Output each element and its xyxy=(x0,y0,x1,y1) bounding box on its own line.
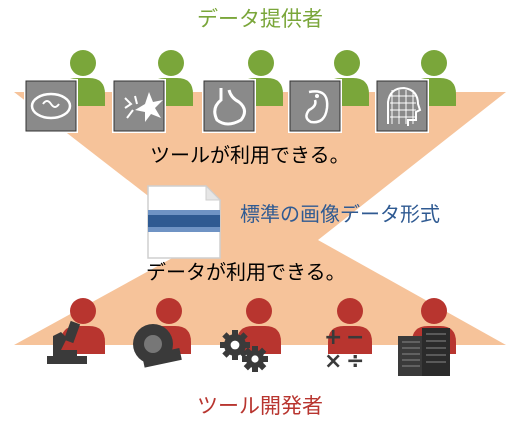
head-scan-icon xyxy=(375,79,429,133)
svg-text:×: × xyxy=(324,349,342,374)
math-operators-icon: +−×÷ xyxy=(324,325,364,374)
data-provider-title: データ提供者 xyxy=(197,7,323,31)
tool-developer-title: ツール開発者 xyxy=(197,394,323,418)
standard-format-label: 標準の画像データ形式 xyxy=(240,202,440,226)
tool-developer-group: +−×÷ xyxy=(47,298,456,376)
stomach-icon xyxy=(202,79,256,133)
tools-available-caption: ツールが利用できる。 xyxy=(150,143,350,167)
svg-text:−: − xyxy=(346,325,364,350)
data-provider-group xyxy=(24,50,456,133)
standard-format-document xyxy=(147,184,222,259)
data-available-caption: データが利用できる。 xyxy=(146,260,346,284)
microscope-icon xyxy=(47,320,87,364)
svg-text:÷: ÷ xyxy=(346,349,364,374)
cell-icon xyxy=(24,79,78,133)
person-icon xyxy=(328,298,372,354)
mri-scanner-icon xyxy=(133,324,182,368)
neuron-icon xyxy=(112,79,166,133)
server-icon xyxy=(398,328,450,376)
hourglass-shape xyxy=(14,92,506,345)
svg-text:+: + xyxy=(324,325,342,350)
gears-icon xyxy=(220,330,268,372)
embryo-icon xyxy=(288,79,342,133)
